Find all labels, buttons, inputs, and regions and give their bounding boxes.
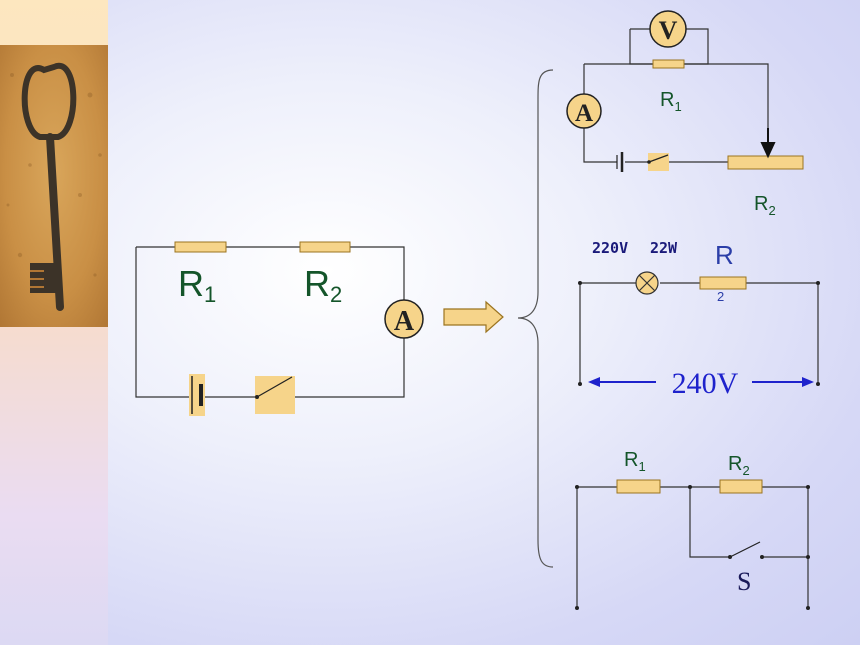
supply-voltage-label: 240V <box>672 367 739 400</box>
bottom-resistor-r2 <box>719 479 763 494</box>
main-ammeter: A <box>384 299 424 339</box>
bottom-switch <box>728 541 764 559</box>
main-resistor-r2 <box>299 241 351 253</box>
top-ammeter <box>566 93 602 129</box>
main-r2-label: R2 <box>304 263 342 307</box>
middle-r-label: R <box>715 240 734 270</box>
top-r1-label: R1 <box>660 89 682 114</box>
voltage-arrows <box>588 377 814 387</box>
top-r2-label: R2 <box>754 193 776 218</box>
top-rheostat-r2 <box>727 155 804 170</box>
rheostat-slider-arrow <box>760 128 776 159</box>
top-resistor-r1 <box>652 59 685 69</box>
bottom-r1-label: R1 <box>624 449 646 474</box>
circuit-middle: 220V 22W R 2 240V <box>578 239 820 400</box>
key-photo <box>0 45 108 327</box>
voltmeter-label: V <box>659 16 678 45</box>
top-ammeter-label: A <box>575 100 593 127</box>
bottom-r2-label: R2 <box>728 453 750 478</box>
main-resistor-r1 <box>174 241 227 253</box>
bottom-resistor-r1 <box>616 479 661 494</box>
circuit-bottom: R1 R2 S <box>575 449 810 610</box>
main-switch <box>255 376 295 414</box>
lamp-power-label: 22W <box>650 239 678 257</box>
main-r1-label: R1 <box>178 263 216 307</box>
lamp-voltage-label: 220V <box>592 239 628 257</box>
switch-s-label: S <box>737 567 751 596</box>
voltmeter <box>649 10 687 48</box>
middle-r-subscript: 2 <box>717 289 724 304</box>
main-circuit: A R1 R2 <box>135 241 424 416</box>
top-switch <box>648 153 669 171</box>
main-battery <box>189 374 205 416</box>
curly-brace <box>517 69 554 568</box>
main-ammeter-label: A <box>394 306 415 337</box>
circuit-top: V A R1 R2 <box>566 10 804 218</box>
block-arrow <box>443 300 504 334</box>
middle-resistor-r <box>699 276 747 290</box>
lamp <box>635 271 659 295</box>
